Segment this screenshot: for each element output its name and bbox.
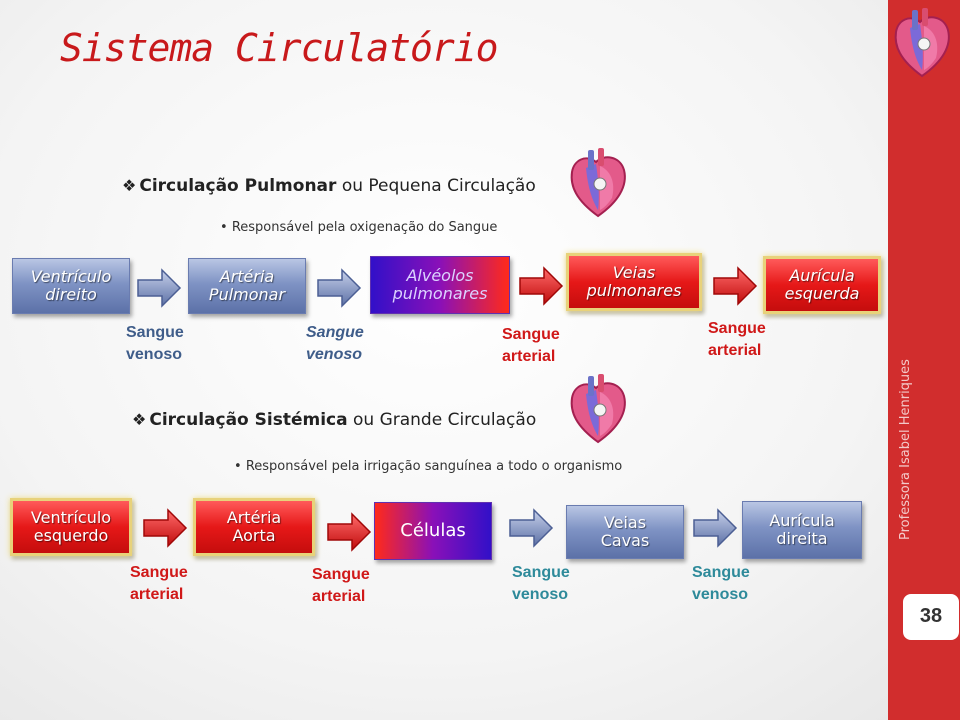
blood-label: Sangue venoso (692, 562, 750, 605)
systemic-bullet-text: Responsável pela irrigação sanguínea a t… (245, 459, 623, 474)
right-arrow-icon (317, 268, 362, 308)
label-line: arterial (708, 341, 762, 359)
right-arrow-icon (693, 508, 738, 548)
pulmonary-bullet-text: Responsável pela oxigenação do Sangue (231, 220, 498, 235)
label-line: Sangue (312, 566, 370, 583)
author-label: Professora Isabel Henriques (898, 359, 913, 540)
page-number-box: 38 (901, 592, 960, 642)
pulmonary-bullet: • Responsável pela oxigenação do Sangue (220, 220, 498, 235)
node-line: direita (776, 529, 828, 548)
label-line: Sangue (130, 564, 188, 581)
diamond-bullet-icon: ❖ (122, 176, 137, 195)
blood-label: Sangue arterial (708, 318, 766, 361)
blood-label: Sangue venoso (512, 562, 570, 605)
pulmonary-heading-rest: ou Pequena Circulação (341, 176, 536, 196)
pulmonary-heading-bold: Circulação Pulmonar (139, 176, 337, 196)
node-celulas: Células (374, 502, 492, 560)
node-line: Cavas (600, 531, 650, 550)
heart-icon (570, 148, 626, 218)
node-line: Aurícula (789, 265, 855, 285)
node-line: Aorta (232, 526, 276, 545)
right-arrow-icon (519, 266, 564, 306)
right-arrow-icon (327, 512, 372, 552)
systemic-heading: ❖Circulação Sistémica ou Grande Circulaç… (132, 410, 536, 430)
node-line: Veias (612, 262, 656, 282)
blood-label: Sangue arterial (502, 324, 560, 367)
node-line: Ventrículo (30, 507, 112, 527)
node-line: Veias (603, 512, 647, 532)
blood-label: Sangue arterial (312, 564, 370, 607)
heart-icon (894, 8, 950, 78)
node-line: esquerda (784, 284, 860, 303)
right-arrow-icon (509, 508, 554, 548)
label-line: arterial (502, 347, 556, 365)
systemic-bullet: • Responsável pela irrigação sanguínea a… (234, 459, 623, 474)
node-line: Células (400, 519, 466, 541)
node-line: Aurícula (769, 510, 835, 530)
node-line: pulmonares (586, 281, 682, 300)
label-line: Sangue (692, 564, 750, 581)
heart-icon (570, 374, 626, 444)
slide-title: Sistema Circulatório (60, 26, 499, 70)
right-arrow-icon (143, 508, 188, 548)
right-arrow-icon (713, 266, 758, 306)
label-line: Sangue (512, 564, 570, 581)
node-line: Alvéolos (406, 265, 474, 285)
node-line: esquerdo (33, 526, 109, 545)
label-line: Sangue (126, 324, 184, 341)
label-line: venoso (692, 585, 749, 603)
label-line: Sangue (708, 320, 766, 337)
label-line: arterial (312, 587, 366, 605)
node-line: Ventrículo (30, 266, 112, 286)
blood-label: Sangue venoso (126, 322, 184, 365)
systemic-heading-rest: ou Grande Circulação (353, 410, 537, 430)
node-line: pulmonares (392, 284, 488, 303)
node-line: direito (45, 285, 97, 304)
label-line: venoso (512, 585, 569, 603)
label-line: venoso (126, 345, 183, 363)
label-line: Sangue (306, 324, 364, 341)
label-line: Sangue (502, 326, 560, 343)
blood-label: Sangue venoso (306, 322, 364, 365)
label-line: arterial (130, 585, 184, 603)
node-line: Artéria (219, 266, 275, 286)
right-arrow-icon (137, 268, 182, 308)
systemic-heading-bold: Circulação Sistémica (149, 410, 348, 430)
diamond-bullet-icon: ❖ (132, 410, 147, 429)
pulmonary-heading: ❖Circulação Pulmonar ou Pequena Circulaç… (122, 176, 536, 196)
blood-label: Sangue arterial (130, 562, 188, 605)
page-number: 38 (919, 605, 943, 627)
node-line: Pulmonar (208, 285, 286, 304)
label-line: venoso (306, 345, 363, 363)
node-line: Artéria (226, 507, 282, 527)
